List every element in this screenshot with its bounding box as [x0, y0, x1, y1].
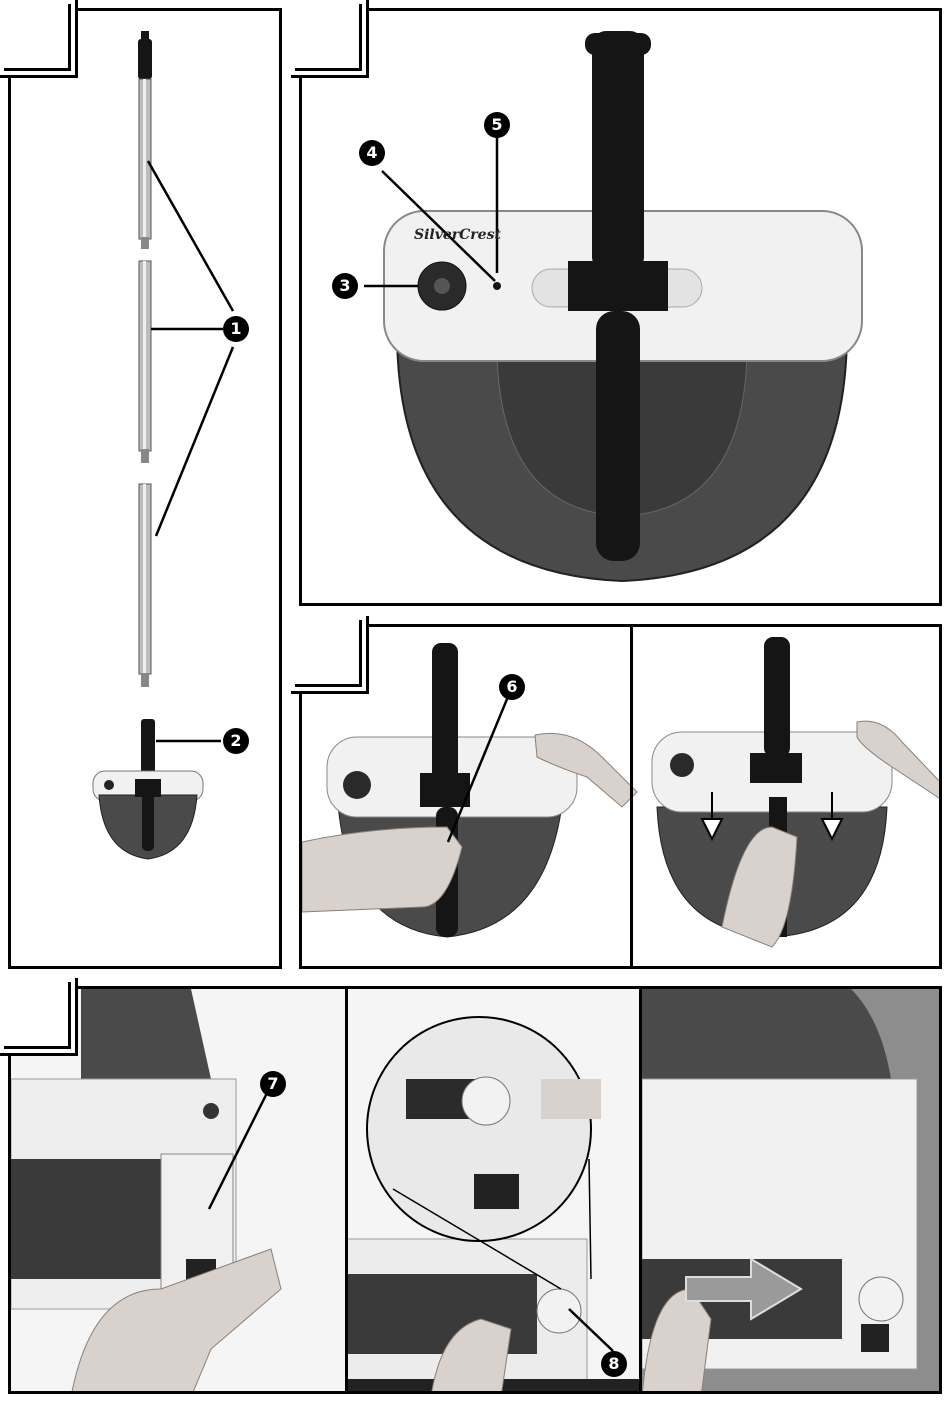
panel-sweeper-top: SilverCrest 3 4 5	[299, 8, 942, 606]
callout-8: 8	[601, 1351, 627, 1377]
pole-illustration	[11, 11, 282, 969]
panel-b-corner	[291, 0, 369, 78]
brush-removal-illustration	[11, 989, 942, 1394]
callout-5: 5	[484, 112, 510, 138]
panel-a-corner	[0, 0, 78, 78]
panel-brush-removal: 7 8	[8, 986, 942, 1394]
callout-2: 2	[223, 728, 249, 754]
callout-1: 1	[223, 316, 249, 342]
callout-7: 7	[260, 1071, 286, 1097]
panel-c-divider	[630, 627, 633, 969]
handle-container-illustration	[302, 627, 942, 969]
callout-6: 6	[499, 674, 525, 700]
panel-pole-assembly: 1 2	[8, 8, 282, 969]
callout-4: 4	[359, 140, 385, 166]
panel-d-divider-1	[345, 989, 348, 1394]
panel-handle-container: 6	[299, 624, 942, 969]
callout-3: 3	[332, 273, 358, 299]
sweeper-top-illustration	[302, 11, 942, 606]
brand-logo: SilverCrest	[414, 227, 501, 243]
panel-d-divider-2	[639, 989, 642, 1394]
panel-c-corner	[291, 616, 369, 694]
panel-d-corner	[0, 978, 78, 1056]
